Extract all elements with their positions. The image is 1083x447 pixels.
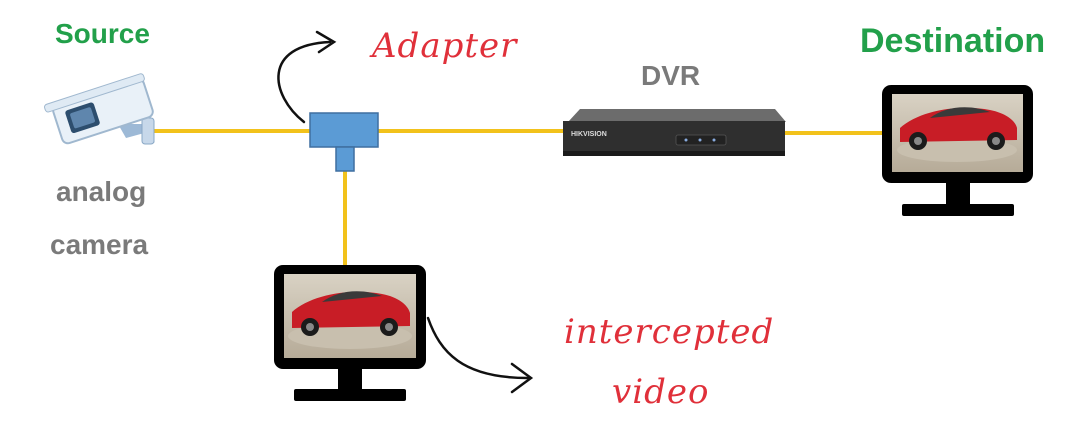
dvr-brand: HIKVISION <box>571 131 607 138</box>
adapter-arrow-icon <box>277 30 337 124</box>
dvr-label: DVR <box>641 60 701 91</box>
camera-label-line2: camera <box>50 229 149 260</box>
adapter-icon <box>309 112 379 172</box>
cables <box>150 129 883 268</box>
camera-label-line1: analog <box>56 176 147 207</box>
intercept-monitor-icon <box>274 265 426 401</box>
dvr-icon: HIKVISION <box>563 109 786 156</box>
destination-monitor-icon <box>882 85 1033 216</box>
source-label: Source <box>55 18 150 49</box>
adapter-label: Adapter <box>372 26 518 66</box>
intercepted-label-line2: video <box>612 372 710 412</box>
camera-icon <box>44 73 155 145</box>
intercept-arrow-icon <box>426 316 534 394</box>
destination-label: Destination <box>860 22 1046 60</box>
intercepted-label-line1: intercepted <box>564 312 775 352</box>
